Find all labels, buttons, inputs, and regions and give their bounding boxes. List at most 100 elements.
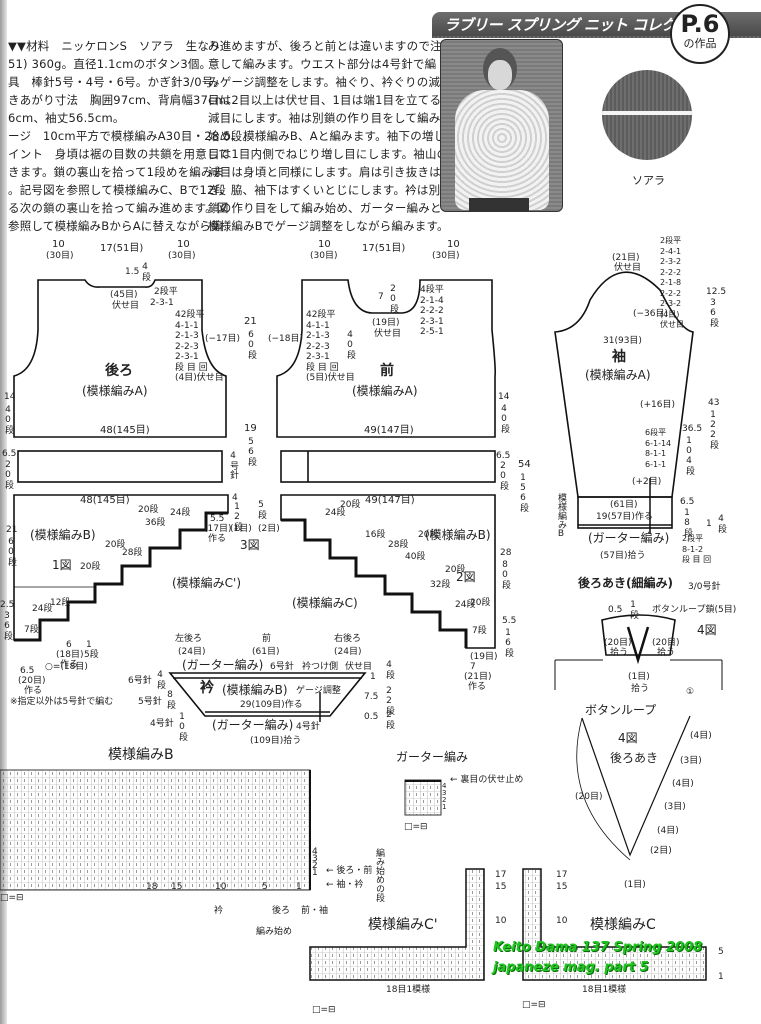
rows-label: 28段 [122,548,143,558]
dec-row: (4目) [660,309,680,319]
text-line: きあがり寸法 胸囲97cm、背肩幅37cm、 [8,93,238,107]
chart-c-repeat: 18目1模様 [582,985,627,995]
collar-h-rows: 22段 [384,686,394,715]
chart-b-row: 1 [312,868,318,878]
chart-b-start-caption: 編み始めの段 [374,848,384,902]
front-dim-right: 10 [447,239,460,250]
text-line: 6cm、袖丈56.5cm。 [8,111,125,125]
pick-label: 拾う [610,648,629,658]
text-line: 模様編みBでゲージ調整をしながら編みます。 [208,219,449,233]
back-opening-fig: 4図 [697,623,717,637]
collar-attach-side: 衿つけ側 [302,662,339,672]
corner-right-sts: (21目) [464,672,492,682]
collar-garter-bottom: (ガーター編み) [212,718,294,732]
rows-label: 20段 [418,530,439,540]
back-dim-left: 10 [52,239,65,250]
fig-3: 3図 [240,538,260,552]
row-mark: 15 [495,882,507,892]
lower-right-width: 49(147目) [365,495,415,506]
chart-b-row: 4 [312,847,318,857]
sleeve-band-dec: 2段平 8-1-2 段 目 回 [682,534,711,566]
rows-label: 20段 [340,500,361,510]
pick-count: (20目) [604,638,632,648]
sleeve-garter: (ガーター編み) [588,531,670,545]
front-neck-dec: 4段平 2-1-4 2-2-2 2-3-1 2-5-1 [420,285,444,338]
back-armhole-cm: 21 [244,316,257,327]
lower-left-pattern-b: (模様編みB) [30,528,96,542]
step-cm: 6 [66,640,72,650]
rows-label: 24段 [455,600,476,610]
loop-count: (4目) [690,731,712,741]
corner-left-sts: (20目) [18,676,46,686]
text-line: 51) 360g。直径1.1cmのボタン3個。 [8,57,212,71]
collar-needle: 4号針 [150,719,174,729]
front-dim-right-sts: (30目) [432,251,460,261]
back-neck-dec: 2段平 [154,287,178,297]
row-mark: 17 [556,870,568,880]
collar-h: 1 [370,672,376,682]
text-line: 参照して模様編みBからAに替えながら編 [8,219,223,233]
dec-row: 4-1-1 [175,320,199,331]
collar-top-label: 前 [262,634,272,644]
sleeve-cap-bindoff-label: 伏せ目 [614,263,642,273]
chart-garter-legend: □=⊟ [404,822,428,832]
dec-row: 2-1-4 [420,295,444,306]
dec-row: 段 目 回 [682,555,712,564]
back-dim-right: 10 [177,239,190,250]
chart-garter-row: 1 [442,803,447,811]
back-opening-half: 0.5 [608,605,623,615]
sleeve-band-sts: (61目) [610,500,638,510]
front-side-rows: 40段 [499,404,509,433]
loop-count: (4目) [672,779,694,789]
front-width: 49(147目) [364,425,414,436]
chart-b-mark: 前・袖 [301,906,329,916]
mid-label: 5段 [256,500,266,519]
corner-right-make: 作る [468,682,487,692]
dec-row: 2-2-3 [175,341,199,352]
rows-label: 1 [86,640,92,650]
dec-row: 2-2-2 [660,267,682,277]
front-title: 前 [380,363,394,379]
dec-row: 2-3-2 [660,299,682,308]
dec-row: (5目)伏せ目 [306,373,355,383]
detail-fig: 4図 [618,731,638,745]
text-line: 具 棒針5号・4号・6号。かぎ針3/0号。 [8,75,226,89]
chart-c-title: 模様編みC [590,917,656,933]
sleeve-cap-dec: 2段平 2-4-1 2-3-2 2-2-2 2-1-8 2-2-2 2-3-2 … [660,236,684,331]
mid-label: 12段 [232,502,242,531]
collar-needle: 6号針 [128,676,152,686]
collar-top-label: 左後ろ [175,634,203,644]
back-side-cm: 14 [4,392,16,402]
sleeve-side-cm: 36.5 [682,424,703,434]
back-opening-guide [576,717,631,861]
front-neck-bindoff: (19目) [372,318,400,328]
front-band-cm: 6.5 [496,451,511,461]
chart-b-legend: □=⊟ [0,893,24,903]
front-side-cm: 14 [498,392,510,402]
collar-rows: 10段 [177,712,187,741]
back-opening-v [626,626,650,665]
mid-label: 4 [232,493,238,503]
start-mark: ① [686,687,695,697]
lower-right-steps [281,518,468,648]
back-outline [13,279,227,438]
collar-top-label: 右後ろ [334,634,362,644]
text-line: 減目は身頃と同様にします。肩は引き抜きは [208,165,441,179]
back-side-rows: 40段 [3,405,13,434]
back-opening-hook: 3/0号針 [688,582,721,592]
collar-needle: 5号針 [138,697,162,707]
dec-row: 2-3-1 [420,316,444,327]
collar-pattern: (模様編みB) [222,683,288,697]
step-make: 作る [60,660,79,670]
front-neck-depth: 7 [378,292,384,302]
chart-c-grid [522,868,707,981]
row-mark: 17 [495,870,507,880]
fig-2: 2図 [456,570,476,584]
chart-c-legend: □=⊟ [522,1000,546,1010]
model-photo [440,39,563,212]
page-binding-shadow [0,0,7,1024]
back-pattern: (模様編みA) [82,384,148,398]
chart-garter-grid [404,779,442,816]
text-line: 鎖の作り目をして編み始め、ガーター編みと [208,201,442,215]
back-armhole-rows: 60段 [246,330,256,359]
